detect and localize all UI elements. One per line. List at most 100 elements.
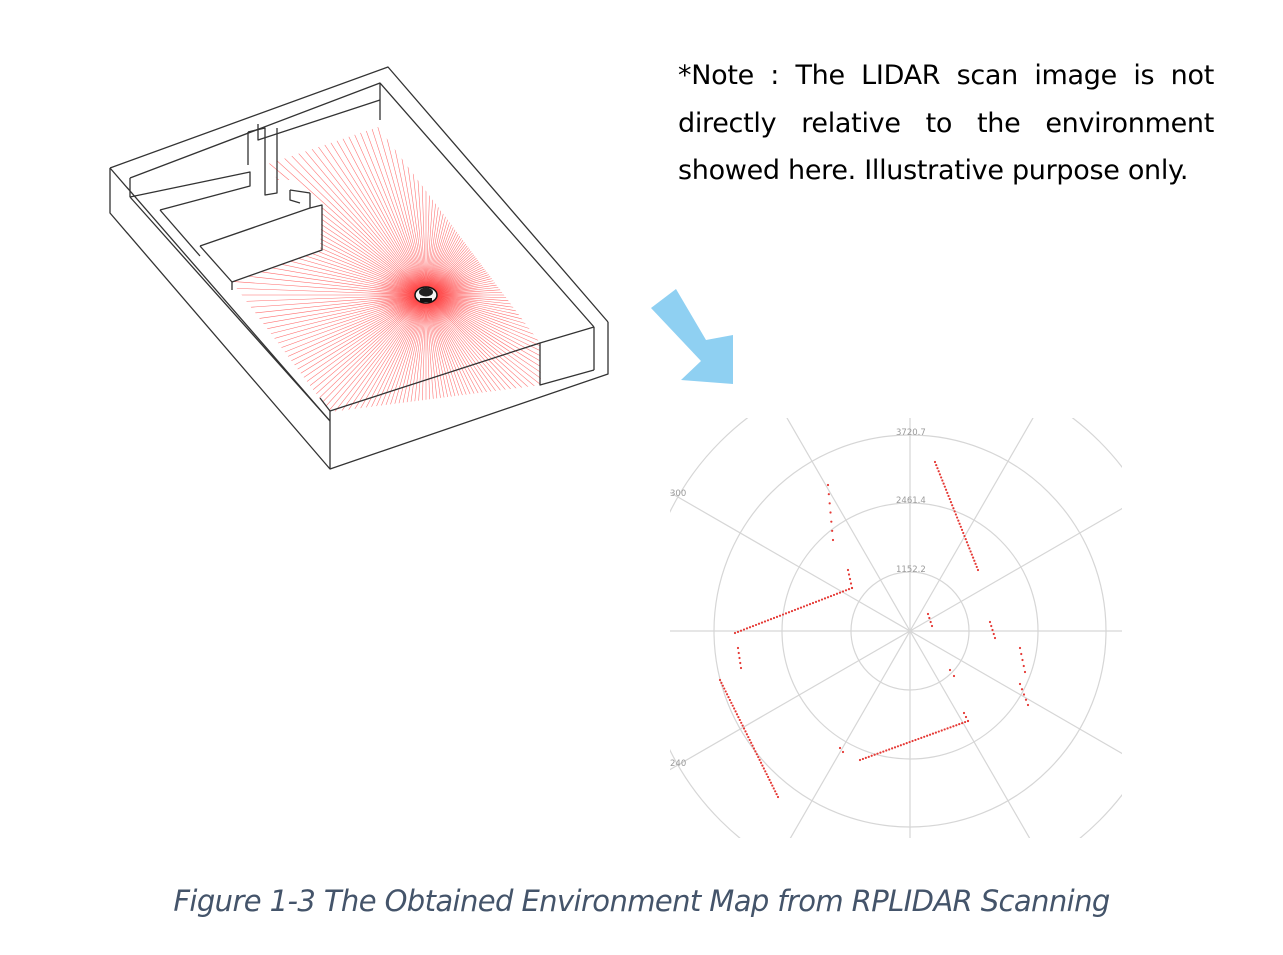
- scan-point: [723, 687, 726, 690]
- ring-label-2: 2461.4: [896, 496, 926, 506]
- scan-point: [811, 601, 815, 605]
- scan-point: [953, 510, 956, 513]
- lidar-ray: [232, 294, 427, 412]
- scan-point: [751, 744, 754, 747]
- scan-point: [802, 605, 806, 608]
- lidar-ray: [232, 157, 427, 296]
- scan-point: [736, 630, 740, 633]
- lidar-ray: [425, 280, 541, 296]
- lidar-ray: [425, 294, 482, 412]
- figure-caption: Figure 1-3 The Obtained Environment Map …: [173, 884, 1110, 918]
- scan-point: [728, 698, 732, 702]
- lidar-ray: [328, 294, 427, 412]
- lidar-ray: [425, 294, 541, 412]
- scan-point: [893, 746, 897, 749]
- scan-point: [847, 573, 851, 576]
- scan-point: [835, 592, 839, 595]
- lidar-ray: [232, 127, 427, 296]
- scan-point: [766, 619, 770, 622]
- scan-point: [734, 710, 737, 713]
- scan-point: [962, 711, 966, 715]
- scan-point: [911, 739, 914, 743]
- scan-point: [841, 750, 845, 754]
- scan-point: [943, 728, 946, 731]
- scan-point: [781, 613, 785, 616]
- lidar-ray: [425, 294, 541, 412]
- lidar-ray: [425, 127, 541, 296]
- scan-point: [793, 608, 797, 612]
- scan-point: [745, 733, 748, 736]
- lidar-ray: [232, 294, 427, 412]
- scan-point: [841, 590, 845, 593]
- scan-point: [764, 770, 767, 773]
- scan-point: [775, 793, 778, 796]
- scan-point: [823, 597, 827, 600]
- lidar-ray: [232, 294, 427, 412]
- lidar-ray: [425, 294, 541, 412]
- scan-point: [751, 624, 755, 628]
- scan-point: [757, 622, 761, 625]
- scan-point: [896, 745, 900, 748]
- ring-label-3: 3720.7: [896, 428, 926, 438]
- room-walls: [109, 66, 609, 470]
- lidar-ray: [425, 294, 469, 412]
- scan-point: [727, 696, 730, 699]
- scan-point: [957, 519, 960, 522]
- lidar-ray: [232, 294, 427, 412]
- lidar-ray: [425, 127, 541, 296]
- note-text: *Note : The LIDAR scan image is not dire…: [678, 60, 1214, 186]
- scan-point: [946, 491, 949, 494]
- scan-point: [848, 577, 852, 581]
- scan-point: [937, 470, 940, 473]
- lidar-ray: [232, 294, 427, 338]
- polar-grid-spoke: [670, 491, 911, 632]
- lidar-ray: [425, 294, 541, 412]
- lidar-ray: [425, 294, 455, 412]
- scan-point: [923, 735, 926, 738]
- scan-point: [992, 632, 995, 636]
- scan-point: [740, 721, 743, 724]
- lidar-ray: [232, 294, 427, 412]
- angle-label-240: 240: [670, 759, 686, 769]
- lidar-ray: [315, 127, 427, 296]
- scan-point: [799, 606, 803, 609]
- scan-point: [948, 668, 952, 672]
- scan-point: [931, 732, 935, 735]
- lidar-ray: [425, 127, 524, 296]
- lidar-ray: [425, 294, 541, 393]
- lidar-ray: [232, 294, 427, 365]
- lidar-ray: [425, 294, 537, 412]
- scan-point: [828, 502, 831, 505]
- lidar-ray: [232, 127, 427, 296]
- scan-point: [750, 741, 753, 744]
- lidar-ray: [425, 197, 541, 296]
- scan-point: [748, 626, 752, 629]
- scan-point: [739, 661, 742, 665]
- scan-point: [755, 753, 758, 756]
- scan-point: [888, 748, 891, 751]
- lidar-ray: [232, 294, 427, 412]
- lidar-ray: [232, 294, 427, 393]
- lidar-ray: [425, 127, 541, 296]
- scan-point: [730, 701, 733, 704]
- lidar-ray: [425, 294, 541, 412]
- scan-point: [964, 715, 968, 719]
- lidar-ray: [383, 294, 427, 412]
- lidar-ray: [425, 294, 541, 412]
- scan-point: [993, 636, 997, 640]
- scan-point: [846, 568, 850, 572]
- lidar-ray: [232, 294, 427, 412]
- lidar-ray: [288, 294, 427, 412]
- scan-point: [774, 790, 777, 793]
- lidar-ray: [425, 294, 541, 338]
- lidar-ray: [383, 127, 427, 296]
- scan-point: [1023, 670, 1027, 674]
- scan-point: [973, 559, 976, 562]
- lidar-ray: [425, 211, 541, 296]
- scan-point: [959, 525, 962, 528]
- scan-point: [963, 534, 966, 538]
- lidar-ray: [425, 294, 541, 351]
- lidar-ray: [232, 127, 427, 296]
- scan-point: [914, 738, 917, 742]
- lidar-ray: [237, 294, 427, 412]
